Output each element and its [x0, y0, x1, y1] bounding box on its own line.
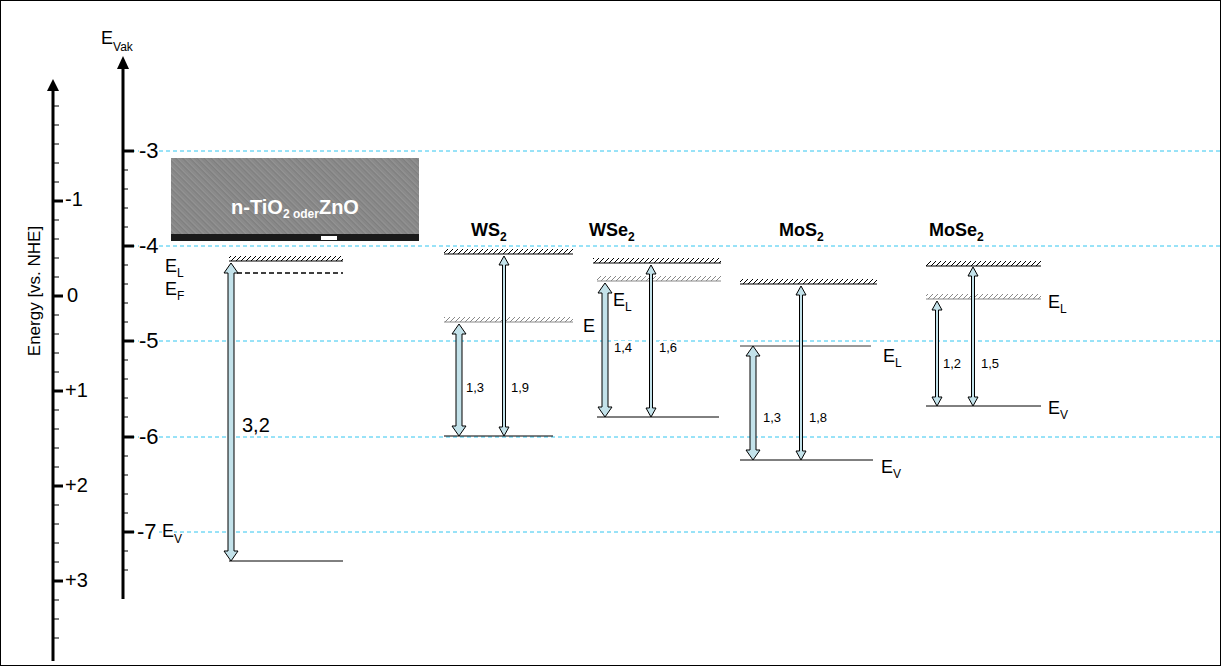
- subscript: 2: [817, 231, 824, 243]
- gap-value: 1,5: [981, 357, 999, 370]
- tick-label: -5: [139, 330, 159, 352]
- tick-label: -3: [139, 140, 159, 162]
- gap-value: 1,2: [943, 357, 961, 370]
- gap-value: 1,9: [511, 381, 529, 394]
- material-name: MoS: [779, 221, 817, 239]
- scale-bar: [321, 236, 337, 240]
- nhe-axis: [47, 79, 63, 661]
- band-label: E: [162, 522, 174, 540]
- band-label: E: [583, 317, 595, 335]
- axis-name: E: [101, 29, 113, 47]
- tick-label: +2: [65, 475, 88, 495]
- vacuum-axis: [117, 56, 134, 599]
- band-label: E: [881, 458, 893, 476]
- subscript: Vak: [113, 41, 133, 53]
- material-name: MoSe: [929, 221, 977, 239]
- image-scale-strip: [171, 234, 419, 241]
- band-label: E: [165, 280, 177, 298]
- tick-label: -4: [139, 235, 159, 257]
- subscript: V: [893, 468, 901, 480]
- gap-arrows: [224, 256, 978, 561]
- subscript: V: [1060, 409, 1068, 421]
- band-label: E: [1048, 293, 1060, 311]
- gap-value: 1,3: [466, 381, 484, 394]
- subscript: 2: [628, 231, 635, 243]
- axis-title: Energy [vs. NHE]: [26, 226, 43, 356]
- subscript: L: [625, 301, 632, 313]
- band-label: E: [883, 347, 895, 365]
- gap-value: 1,3: [763, 411, 781, 424]
- subscript: F: [177, 290, 184, 302]
- material-name: n-TiO: [231, 197, 283, 217]
- subscript: V: [174, 533, 182, 545]
- subscript: 2: [977, 231, 984, 243]
- band-label: E: [165, 257, 177, 275]
- band-label: E: [613, 291, 625, 309]
- grid-lines: [131, 151, 1221, 532]
- subscript: 2: [500, 231, 507, 243]
- subscript: L: [177, 267, 184, 279]
- band-edges: [229, 249, 1041, 561]
- tick-label: -7: [137, 521, 157, 543]
- tick-label: +3: [65, 570, 88, 590]
- material-name: WSe: [589, 221, 628, 239]
- subscript: L: [895, 357, 902, 369]
- gap-value: 1,6: [659, 341, 677, 354]
- tick-label: +1: [65, 380, 88, 400]
- material-name: ZnO: [319, 197, 359, 217]
- tick-label: -6: [139, 426, 159, 448]
- gap-value: 3,2: [242, 415, 270, 435]
- gap-value: 1,8: [809, 411, 827, 424]
- tick-label: -1: [65, 189, 83, 209]
- material-name: WS: [471, 221, 500, 239]
- subscript-text: 2 oder: [283, 208, 319, 220]
- band-label: E: [1048, 399, 1060, 417]
- gap-value: 1,4: [614, 341, 632, 354]
- tick-label: 0: [67, 285, 78, 305]
- sample-image-box: n-TiO2 oderZnO: [171, 158, 419, 241]
- subscript: L: [1060, 303, 1067, 315]
